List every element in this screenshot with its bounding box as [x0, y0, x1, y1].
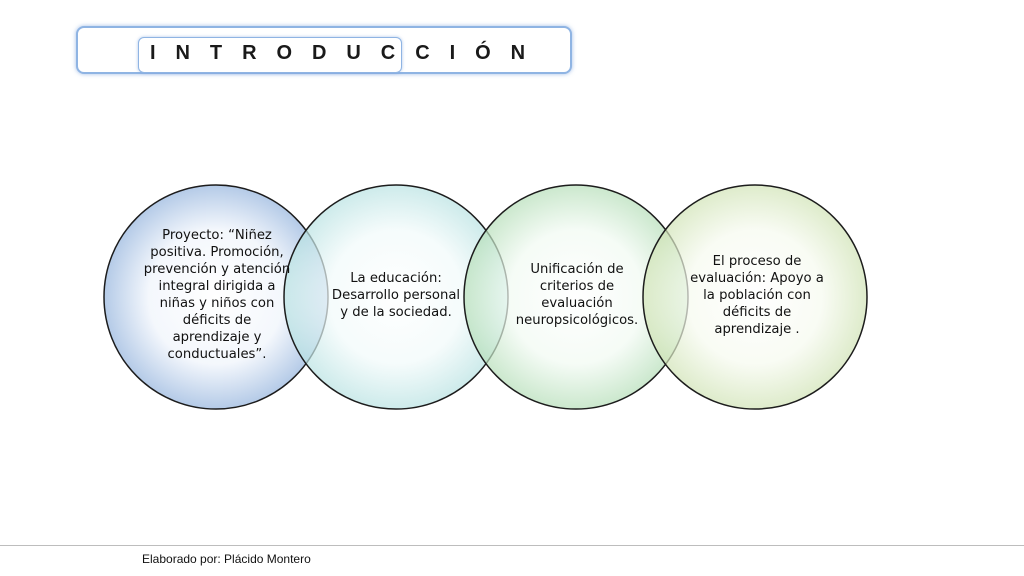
- footer-credit: Elaborado por: Plácido Montero: [142, 552, 311, 566]
- slide-title: I N T R O D U C C I Ó N: [150, 42, 533, 64]
- footer-divider: [0, 545, 1024, 546]
- title-box: [138, 37, 402, 73]
- circle-1-text: Proyecto: “Niñez positiva. Promoción, pr…: [143, 228, 291, 362]
- circle-4: [642, 184, 868, 410]
- circle-2-text: La educación: Desarrollo personal y de l…: [331, 270, 461, 320]
- circle-4-text: El proceso de evaluación: Apoyo a la pob…: [690, 253, 824, 337]
- circle-3-text: Unificación de criterios de evaluación n…: [515, 262, 639, 328]
